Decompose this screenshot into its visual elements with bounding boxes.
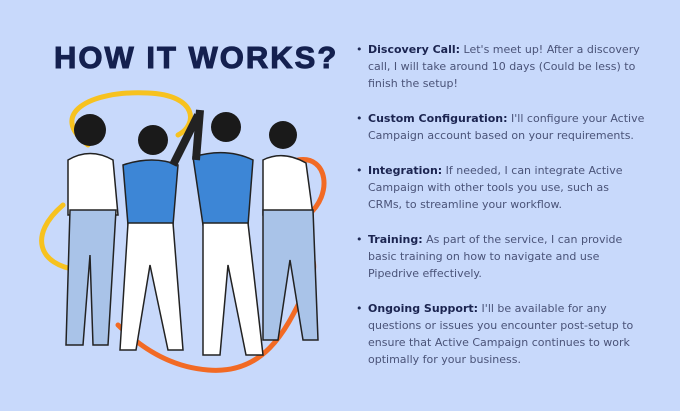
team-high-five-illustration — [39, 90, 327, 373]
item-text: As part of the service, I can provide ba… — [368, 232, 623, 281]
page-title: HOW IT WORKS? — [53, 40, 339, 76]
item-term: Discovery Call: — [368, 43, 461, 56]
item-term: Custom Configuration: — [368, 112, 508, 125]
list-item-ongoing-support: Ongoing Support: I'll be available for a… — [356, 300, 646, 369]
item-term: Training: — [368, 232, 423, 246]
person-left — [65, 114, 119, 346]
list-item-custom-configuration: Custom Configuration: I'll configure you… — [356, 110, 646, 144]
person-center-left — [119, 113, 202, 351]
item-text: I'll configure your Active Campaign acco… — [368, 112, 645, 143]
item-term: Ongoing Support: — [368, 301, 479, 315]
list-item-integration: Integration: If needed, I can integrate … — [356, 162, 646, 214]
person-center-right — [192, 109, 264, 356]
item-term: Integration: — [368, 163, 443, 177]
person-right — [262, 121, 319, 341]
item-text: Let's meet up! After a discovery call, I… — [368, 43, 640, 91]
item-text: I'll be available for any questions or i… — [368, 301, 634, 367]
how-it-works-list: Discovery Call: Let's meet up! After a d… — [356, 41, 646, 386]
list-item-training: Training: As part of the service, I can … — [356, 231, 646, 283]
item-text: If needed, I can integrate Active Campai… — [368, 163, 623, 212]
list-item-discovery-call: Discovery Call: Let's meet up! After a d… — [356, 41, 646, 93]
